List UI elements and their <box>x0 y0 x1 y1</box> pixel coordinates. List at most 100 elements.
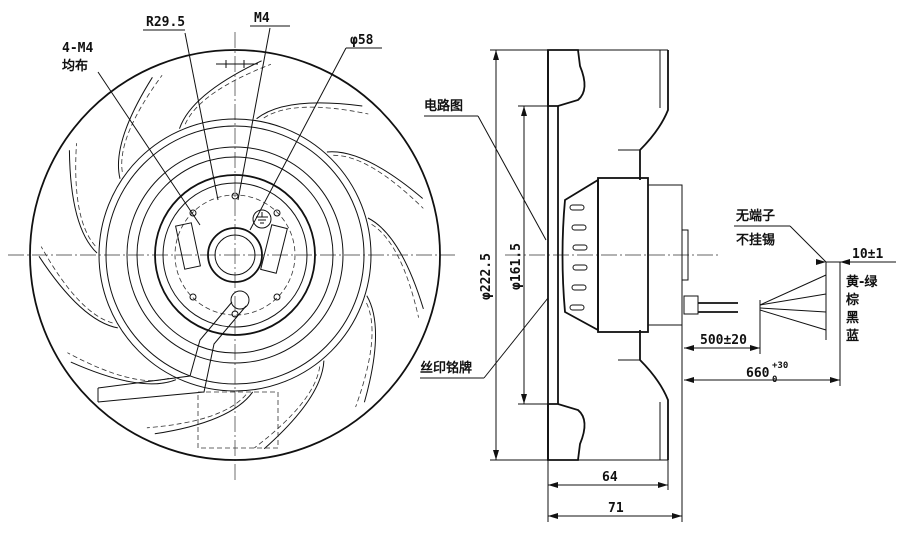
dim-660-tol-lower: 0 <box>772 375 777 385</box>
impeller-blade <box>363 295 377 403</box>
side-view: φ222.5 φ161.5 64 71 500±20 660 +30 0 <box>420 49 896 522</box>
impeller-blade-edge <box>67 352 169 381</box>
arrow <box>548 482 558 488</box>
shroud-circle <box>105 125 365 385</box>
leader-m4 <box>237 27 271 201</box>
arrow <box>658 482 668 488</box>
leader-circuit <box>477 115 547 241</box>
impeller-blade <box>263 360 325 450</box>
inlet-ring-bottom <box>547 403 586 461</box>
mounting-hole <box>273 293 281 301</box>
dim-64: 64 <box>602 470 618 485</box>
impeller-blade <box>154 391 254 435</box>
note-no-tin: 不挂锡 <box>736 232 775 248</box>
mounting-hole <box>273 209 281 217</box>
impeller-blade-edge <box>121 74 163 172</box>
impeller-blade <box>179 60 262 129</box>
mounting-hole <box>231 310 239 318</box>
bracket-top <box>618 149 641 178</box>
impeller-blade-edge <box>355 302 373 408</box>
arrow <box>750 345 760 351</box>
label-4m4: 4-M4 <box>62 41 93 56</box>
rotor-inner-circle <box>162 182 308 328</box>
label-r29-5: R29.5 <box>146 15 185 30</box>
impeller-blades <box>38 60 424 450</box>
impeller-outer-circle <box>29 49 441 461</box>
motor-vent-slots <box>569 204 588 311</box>
arrow <box>521 106 527 116</box>
impeller-blade <box>70 361 177 385</box>
motor-shaft-end <box>681 229 689 281</box>
back-plate-top <box>639 50 669 180</box>
hub-nameplate-left <box>175 222 201 270</box>
wire-label-yellow-green: 黄-绿 <box>846 274 878 290</box>
impeller-blade <box>117 77 153 179</box>
front-view: 4-M4 均布 R29.5 M4 φ58 <box>8 11 455 480</box>
label-area-hidden <box>197 391 279 449</box>
impeller-blade-edge <box>254 366 321 449</box>
wire-label-blue: 蓝 <box>846 328 859 344</box>
cable-gland <box>683 295 699 315</box>
label-phi58: φ58 <box>350 33 374 48</box>
impeller-blade-edge <box>184 63 272 125</box>
impeller-blade <box>256 102 363 120</box>
impeller-blade <box>326 151 424 199</box>
impeller-blade <box>68 150 98 254</box>
wire-leads <box>759 274 827 331</box>
impeller-blade <box>367 217 424 310</box>
label-circuit-diagram: 电路图 <box>424 98 463 114</box>
impeller-blade-edge <box>333 154 424 209</box>
hub-phi58-circle <box>207 227 263 283</box>
impeller-blade-edge <box>40 246 113 324</box>
mounting-hole <box>231 192 239 200</box>
arrow <box>493 450 499 460</box>
shaft-circle <box>214 234 256 276</box>
arrow <box>840 259 850 265</box>
mounting-holes <box>189 192 281 318</box>
arrow <box>830 377 840 383</box>
impeller-blade-edge <box>263 106 369 119</box>
wire-label-brown: 棕 <box>845 292 859 308</box>
note-leader <box>789 225 827 263</box>
mounting-hole <box>189 209 197 217</box>
inlet-ring-top <box>547 49 586 107</box>
impeller-blade-edge <box>75 143 96 247</box>
motor-ring-circle <box>136 156 334 354</box>
note-no-terminal: 无端子 <box>735 208 775 224</box>
hub-nameplate-right <box>260 224 288 274</box>
dim-phi222-5: φ222.5 <box>479 253 494 300</box>
label-silkscreen-nameplate: 丝印铭牌 <box>420 360 472 376</box>
arrow <box>548 513 558 519</box>
dim-10: 10±1 <box>852 247 883 262</box>
bolt-circle-r29-5 <box>174 194 296 316</box>
dim-71: 71 <box>608 501 624 516</box>
dim-660-tol-upper: +30 <box>772 361 788 371</box>
rotor-circle <box>154 174 316 336</box>
leader-phi58 <box>249 47 347 231</box>
impeller-blade-edge <box>146 394 247 429</box>
cable-outlet <box>97 290 250 403</box>
dim-phi161-5: φ161.5 <box>509 243 524 290</box>
arrow <box>684 345 694 351</box>
arrow <box>493 50 499 60</box>
mounting-hole <box>189 293 197 301</box>
arrow <box>521 394 527 404</box>
balance-clip <box>216 60 258 68</box>
impeller-blade <box>38 256 118 329</box>
leader-4m4 <box>97 71 201 226</box>
arrow <box>672 513 682 519</box>
leader-nameplate <box>483 297 549 379</box>
motor-outer-circle <box>126 146 344 364</box>
dim-500: 500±20 <box>700 333 747 348</box>
motor-rotor-front <box>561 178 599 332</box>
leader-r29-5 <box>184 32 219 201</box>
bracket-bottom <box>618 332 641 361</box>
wire-label-black: 黑 <box>846 311 859 326</box>
impeller-inner-circle <box>98 118 372 392</box>
arrow <box>684 377 694 383</box>
label-junbu: 均布 <box>62 58 88 74</box>
ground-symbol-icon <box>252 209 272 229</box>
back-plate-bottom <box>639 330 669 460</box>
dim-660: 660 <box>746 366 770 381</box>
